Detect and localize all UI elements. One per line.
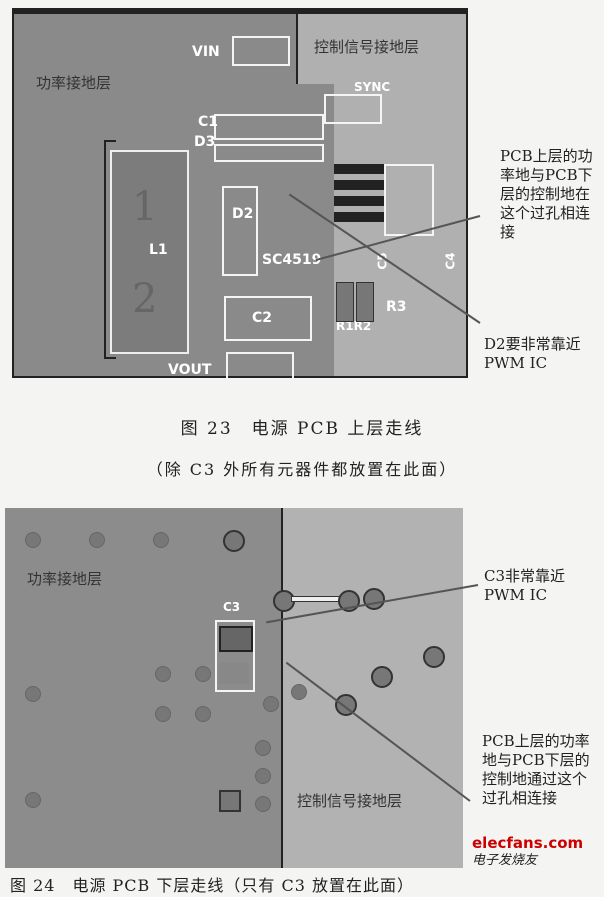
r3-label: R3 (386, 299, 407, 315)
watermark: elecfans.com 电子发烧友 (472, 834, 602, 870)
sync-label: SYNC (354, 80, 391, 94)
figure24-pcb-bottom-layer: 功率接地层 控制信号接地层 C3 (5, 508, 463, 868)
ground-connection-via (291, 684, 307, 700)
control-ground-label: 控制信号接地层 (297, 792, 403, 810)
capacitor-c3 (215, 620, 255, 692)
d3-label: D3 (194, 134, 216, 150)
control-ground-label: 控制信号接地层 (314, 38, 420, 56)
capacitor-c2 (224, 296, 312, 341)
vin-connector (232, 36, 290, 66)
d2-label: D2 (232, 206, 254, 222)
r1r2-label: R1R2 (336, 319, 372, 333)
c2-label: C2 (252, 310, 273, 326)
control-ground-region (281, 508, 463, 868)
power-ground-label: 功率接地层 (36, 74, 112, 92)
d2-note: D2要非常靠近PWM IC (484, 335, 581, 372)
ic-label: SC4519 (262, 252, 322, 268)
c1-label: C1 (198, 114, 219, 130)
figure23-subcaption: （除 C3 外所有元器件都放置在此面） (146, 460, 458, 479)
watermark-name: 电子发烧友 (472, 853, 538, 868)
l1-label: L1 (149, 242, 168, 258)
l1-pin2-label: 2 (132, 276, 158, 322)
watermark-site: elecfans.com (472, 834, 584, 852)
sync-connector (324, 94, 382, 124)
figure23-caption: 图 23 电源 PCB 上层走线 (180, 419, 424, 439)
figure24-caption: 图 24 电源 PCB 下层走线（只有 C3 放置在此面） (10, 876, 414, 895)
l1-pin1-label: 1 (132, 184, 158, 230)
vin-label: VIN (192, 44, 220, 60)
via-note: PCB上层的功率地与PCB下层的控制地通过这个过孔相连接 (482, 732, 590, 807)
power-ground-label: 功率接地层 (27, 570, 103, 588)
c3-label: C3 (223, 600, 241, 614)
figure23-pcb-top-layer: 功率接地层 控制信号接地层 VIN SYNC C1 D3 1 2 L1 D2 S… (12, 8, 468, 380)
c4-label: C4 (443, 252, 458, 270)
control-ground-region (296, 14, 466, 84)
c3-note: C3非常靠近PWM IC (484, 567, 566, 604)
via-note: PCB上层的功率地与PCB下层的控制地在这个过孔相连接 (500, 147, 593, 241)
inductor-l1 (110, 150, 189, 354)
diode-d2 (222, 186, 258, 276)
vout-connector (226, 352, 294, 380)
vout-label: VOUT (168, 362, 212, 378)
